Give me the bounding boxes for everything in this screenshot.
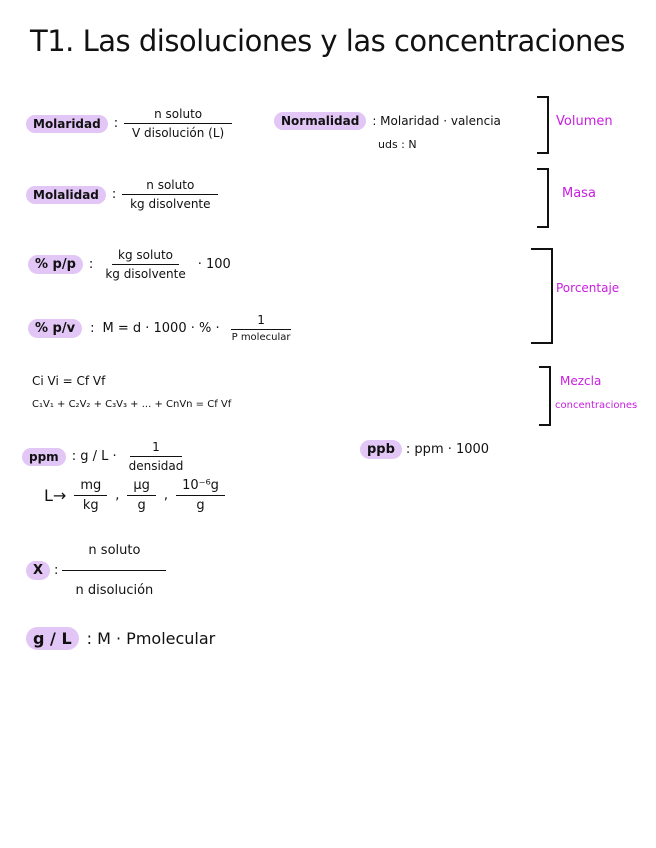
gl-formula: : M · Pmolecular [86,629,216,648]
ppv-row: % p/v : M = d · 1000 · % · 1 P molecular [28,313,296,343]
ppb-label: ppb [360,440,402,459]
mezcla-line1: Ci Vi = Cf Vf [32,374,106,388]
bracket-volumen [537,96,549,154]
ppm-label: ppm [22,447,66,466]
bracket-mezcla [539,366,551,426]
ppv-formula: M = d · 1000 · % · [102,320,220,336]
fraccion-label: X [26,561,51,580]
ppm-formula: : g / L · [71,449,117,464]
ppp-row: % p/p : kg soluto kg disolvente · 100 [28,248,231,281]
ppm-fraction: 1 densidad [128,440,184,473]
page-title: T1. Las disoluciones y las concentracion… [30,24,625,58]
ppv-label: % p/v [28,318,83,338]
ppp-fraction: kg soluto kg disolvente [105,248,186,281]
label-volumen: Volumen [556,114,613,129]
normalidad-label: Normalidad [274,112,367,130]
molaridad-label: Molaridad [26,114,108,133]
ppm-unit-3: 10⁻⁶g g [176,478,225,513]
ppp-label: % p/p [28,255,83,274]
molaridad-row: Molaridad : n soluto V disolución (L) [26,107,233,140]
ppm-unit-2: μg g [127,478,156,513]
ppm-unit-1: mg kg [74,478,108,513]
mezcla-line2: C₁V₁ + C₂V₂ + C₃V₃ + ... + CnVn = Cf Vf [32,399,232,410]
label-porcentaje: Porcentaje [556,281,620,295]
ppv-fraction: 1 P molecular [231,313,291,343]
gl-row: g / L : M · Pmolecular [26,627,215,650]
normalidad-note: uds : N [378,138,417,151]
bracket-porcentaje [531,248,553,344]
gl-label: g / L [26,627,79,650]
fraccion-row: X : n soluto n disolución [26,543,167,598]
ppm-units-row: L→ mg kg , μg g , 10⁻⁶g g [44,478,225,513]
ppb-formula: : ppm · 1000 [405,442,490,457]
ppm-arrow: L→ [44,486,67,505]
label-masa: Masa [562,186,596,201]
bracket-masa [537,168,549,228]
label-mezcla: Mezcla [560,374,602,388]
fraccion-fraction: n soluto n disolución [62,543,167,598]
label-concentraciones: concentraciones [555,400,638,411]
ppp-multiplier: · 100 [197,257,231,272]
ppb-row: ppb : ppm · 1000 [360,440,489,459]
molalidad-label: Molalidad [26,185,106,204]
ppm-row: ppm : g / L · 1 densidad [22,440,189,473]
normalidad-formula: : Molaridad · valencia [372,114,501,128]
normalidad-row: Normalidad : Molaridad · valencia [274,112,501,130]
molaridad-fraction: n soluto V disolución (L) [124,107,233,140]
molalidad-row: Molalidad : n soluto kg disolvente [26,178,219,211]
molalidad-fraction: n soluto kg disolvente [122,178,219,211]
